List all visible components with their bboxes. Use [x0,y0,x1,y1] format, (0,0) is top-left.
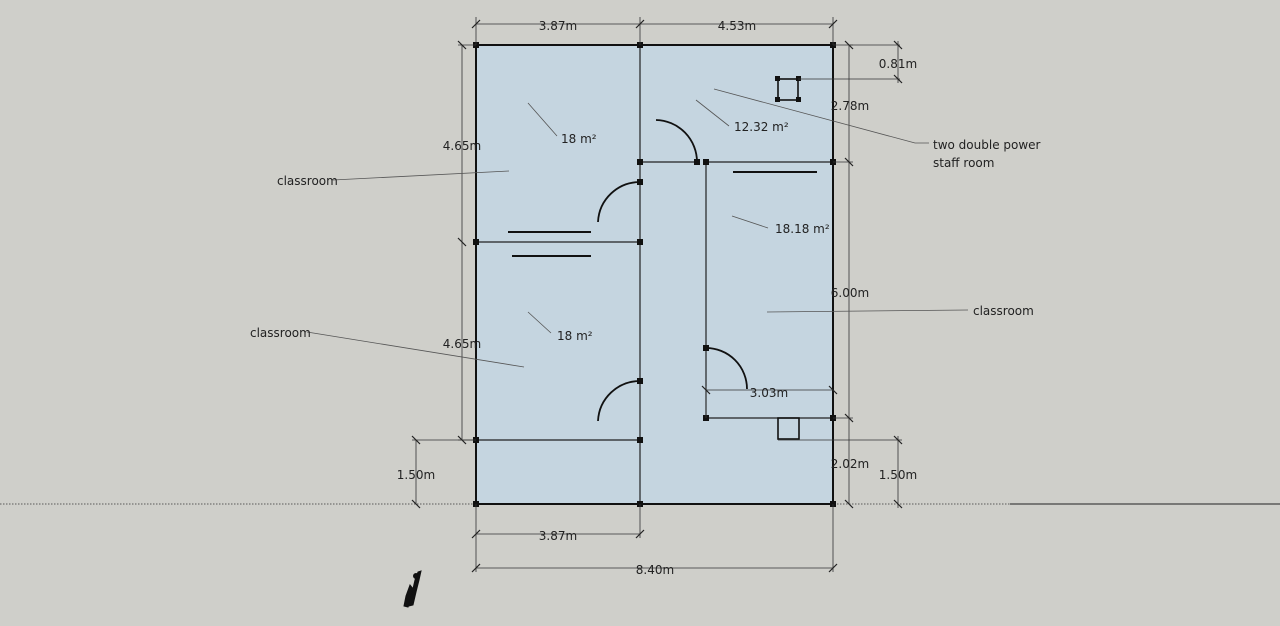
door-staff-room [655,119,698,163]
dim-right-middle: 6.00m [831,286,869,300]
dim-left-upper: 4.65m [443,139,481,153]
label-power-line1: two double power [933,138,1041,152]
power-outlet-staff [777,78,799,101]
dim-left-bottom: 1.50m [397,468,435,482]
door-lower-left [597,380,641,422]
area-staff-room: 12.32 m² [734,120,789,134]
building-outline [475,44,834,505]
dim-left-lower: 4.65m [443,337,481,351]
dim-inner-bottom: 3.03m [750,386,788,400]
power-outlet-bottom [777,417,800,440]
human-figure-icon [403,570,422,608]
door-right-room [705,347,748,390]
label-power-line2: staff room [933,156,994,170]
dim-top-right: 4.53m [718,19,756,33]
area-upper-left: 18 m² [561,132,597,146]
dim-bottom-left: 3.87m [539,529,577,543]
dim-right-bottom-outer: 1.50m [879,468,917,482]
dim-top-left: 3.87m [539,19,577,33]
leader-lines [306,88,969,368]
dim-right-small: 0.81m [879,57,917,71]
dim-bottom-total: 8.40m [636,563,674,577]
dimension-lines [411,17,903,573]
label-classroom-lower: classroom [250,326,311,340]
area-right-room: 18.18 m² [775,222,830,236]
label-classroom-upper: classroom [277,174,338,188]
label-classroom-right: classroom [973,304,1034,318]
area-lower-left: 18 m² [557,329,593,343]
dim-right-top: 2.78m [831,99,869,113]
door-upper-left [597,181,641,223]
dim-right-bottom-inner: 2.02m [831,457,869,471]
